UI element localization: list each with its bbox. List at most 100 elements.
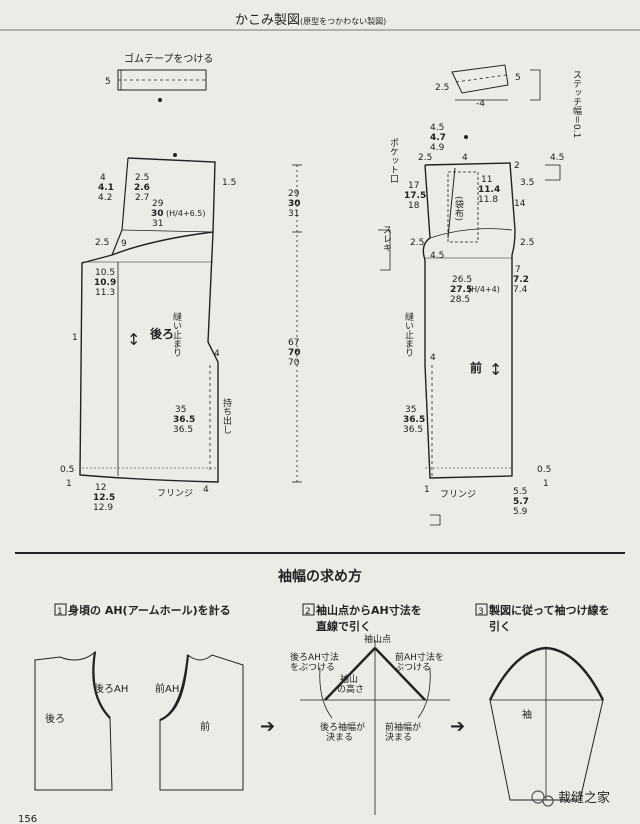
back-hem-1: 35 xyxy=(175,405,186,415)
step-2-num: 2 xyxy=(305,607,311,617)
front-hip-right: 2.5 xyxy=(520,238,534,248)
back-grain-arrow: ↕ xyxy=(127,330,140,349)
back-hem-width-2: 12.5 xyxy=(93,493,115,503)
step-3-text2: 引く xyxy=(489,619,511,633)
back-waist-1: 29 xyxy=(152,199,164,209)
back-rise-mid-3: 2.7 xyxy=(135,193,149,203)
front-side-left-3: 18 xyxy=(408,201,420,211)
back-rise-mid-2: 2.6 xyxy=(134,183,150,193)
front-top-3: 4.9 xyxy=(430,143,445,153)
total-len-1: 67 xyxy=(288,338,299,348)
back-bodice-label: 後ろ xyxy=(45,712,65,725)
front-hem-3: 36.5 xyxy=(403,425,423,435)
cap-height-1: 袖山 xyxy=(340,673,358,685)
back-name: 後ろ xyxy=(150,326,174,341)
front-hem-bottom-2: 5.7 xyxy=(513,497,529,507)
back-hem-3: 36.5 xyxy=(173,425,193,435)
back-hip-height-2: 10.9 xyxy=(94,278,116,288)
front-waist-2: 27.5 xyxy=(450,285,472,295)
page-number: 156 xyxy=(18,814,37,824)
cap-height-2: の高さ xyxy=(337,683,364,695)
front-pocket-depth-2: 11.4 xyxy=(478,185,500,195)
back-waist-formula: (H/4+6.5) xyxy=(166,209,205,218)
back-hem-width-3: 12.9 xyxy=(93,503,113,513)
front-crotch-2: 7.2 xyxy=(513,275,529,285)
front-waist-formula: (H/4+4) xyxy=(468,285,500,294)
front-seam-num: 4 xyxy=(430,353,436,363)
back-hem-left-low: 0.5 xyxy=(60,465,74,475)
front-hem-right-low: 0.5 xyxy=(537,465,551,475)
front-hem-left: 1 xyxy=(424,485,430,495)
back-rise-top-1: 4 xyxy=(100,173,106,183)
back-hip-height-3: 11.3 xyxy=(95,288,115,298)
front-top-right: 2 xyxy=(514,161,520,171)
back-seam-num: 4 xyxy=(214,349,220,359)
back-waist-2: 30 xyxy=(151,209,164,219)
back-hem-extra: 持ち出し xyxy=(221,397,232,434)
front-hem-bottom-3: 5.9 xyxy=(513,507,528,517)
front-waist-1: 26.5 xyxy=(452,275,472,285)
pocket-len: -4 xyxy=(476,99,485,109)
front-side-left-1: 17 xyxy=(408,181,419,191)
back-hip-depth: 9 xyxy=(121,239,127,249)
back-hem-right: 4 xyxy=(203,485,209,495)
front-name: 前 xyxy=(470,360,482,375)
front-pocket-depth-3: 11.8 xyxy=(478,195,498,205)
header-subtitle: (原型をつかわない製図) xyxy=(300,16,386,26)
sleeve-top-label: 袖山点 xyxy=(364,633,391,645)
front-hip-mid: 4.5 xyxy=(430,251,444,261)
front-side-right: 3.5 xyxy=(520,178,534,188)
front-hem-1: 35 xyxy=(405,405,416,415)
back-waist-3: 31 xyxy=(152,219,163,229)
front-detail-small: 4.5 xyxy=(550,153,564,163)
back-hip-height-1: 10.5 xyxy=(95,268,115,278)
back-pattern-outline xyxy=(79,157,219,483)
back-ah-note-2: をぶつける xyxy=(290,662,335,673)
front-hem-bottom-1: 5.5 xyxy=(513,487,527,497)
front-pocket-label: ポケット口 xyxy=(388,138,399,183)
back-rise-top-3: 4.2 xyxy=(98,193,112,203)
gomu-height: 5 xyxy=(105,77,111,87)
back-seam-stop: 縫い止まり xyxy=(171,311,182,357)
back-hem-left: 1 xyxy=(66,479,72,489)
step-1-text: 身頃の AH(アームホール)を計る xyxy=(68,603,231,617)
sleeve-section-title: 袖幅の求め方 xyxy=(278,568,362,585)
front-pocket-depth-1: 11 xyxy=(481,175,492,185)
back-hem-width-1: 12 xyxy=(95,483,106,493)
pocket-h: 2.5 xyxy=(435,83,449,93)
front-side-right2: 14 xyxy=(514,199,526,209)
front-seam-stop: 縫い止まり xyxy=(403,311,414,357)
front-bodice-label: 前 xyxy=(200,720,210,733)
front-pattern-outline xyxy=(422,162,516,479)
arrow-1: ➔ xyxy=(260,716,275,737)
step-2-text1: 袖山点からAH寸法を xyxy=(316,603,422,617)
front-hem-right: 1 xyxy=(543,479,549,489)
step-3-num: 3 xyxy=(478,607,484,617)
front-ah-note-1: 前AH寸法を xyxy=(395,651,444,663)
pocket-piece xyxy=(451,64,509,94)
front-bodice xyxy=(159,653,244,791)
front-top-left: 2.5 xyxy=(418,153,432,163)
back-ah-note-1: 後ろAH寸法 xyxy=(290,651,339,663)
total-top-2: 30 xyxy=(288,199,301,209)
back-hip-left: 2.5 xyxy=(95,238,109,248)
front-width-2: 決まる xyxy=(385,731,412,743)
back-width-2: 決まる xyxy=(326,731,353,743)
step-3-text1: 製図に従って袖つけ線を xyxy=(488,603,609,617)
total-top-1: 29 xyxy=(288,189,300,199)
arrow-2: ➔ xyxy=(450,716,465,737)
total-len-2: 70 xyxy=(288,348,301,358)
back-bodice-ah: 後ろAH xyxy=(94,682,128,695)
front-ah-note-2: ぶつける xyxy=(395,662,431,673)
front-sleki: スレキ xyxy=(381,225,391,252)
front-fukuro: (袋布) xyxy=(453,196,464,221)
sleeve-label: 袖 xyxy=(522,708,532,721)
front-top-mid: 4 xyxy=(462,153,468,163)
front-width-1: 前袖幅が xyxy=(385,721,421,733)
back-width-1: 後ろ袖幅が xyxy=(320,721,365,733)
front-grain-arrow: ↕ xyxy=(489,360,502,379)
front-waist-3: 28.5 xyxy=(450,295,470,305)
back-rise-top-2: 4.1 xyxy=(98,183,114,193)
